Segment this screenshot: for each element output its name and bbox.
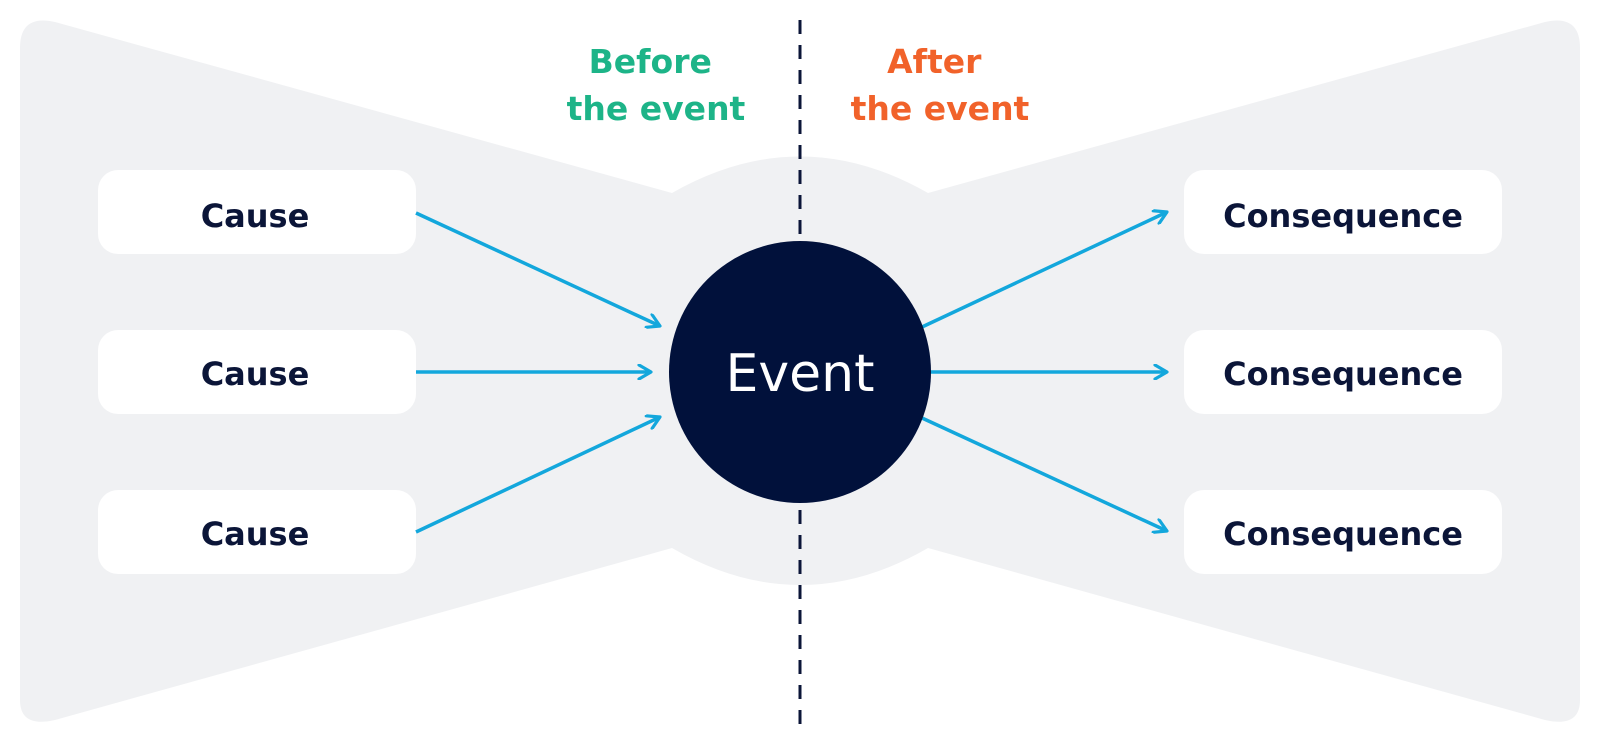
after-heading-line-2: the event: [851, 89, 1030, 128]
consequence-arrow: [921, 416, 1167, 531]
consequence-box: Consequence: [1184, 330, 1502, 414]
before-heading-line-1: Before: [589, 42, 712, 81]
consequence-label: Consequence: [1223, 515, 1463, 553]
event-label: Event: [726, 344, 875, 404]
cause-box: Cause: [98, 170, 416, 254]
cause-box: Cause: [98, 490, 416, 574]
cause-label: Cause: [201, 355, 310, 393]
before-heading: Before the event: [567, 42, 746, 128]
consequence-label: Consequence: [1223, 355, 1463, 393]
cause-label: Cause: [201, 197, 310, 235]
cause-box: Cause: [98, 330, 416, 414]
event-circle: [669, 241, 931, 503]
after-heading-line-1: After: [887, 42, 982, 81]
cause-label: Cause: [201, 515, 310, 553]
cause-arrow: [415, 211, 660, 326]
consequence-box: Consequence: [1184, 490, 1502, 574]
consequence-label: Consequence: [1223, 197, 1463, 235]
after-heading: After the event: [851, 42, 1030, 128]
consequence-box: Consequence: [1184, 170, 1502, 254]
before-heading-line-2: the event: [567, 89, 746, 128]
cause-arrow: [415, 417, 660, 534]
consequence-arrow: [921, 212, 1167, 329]
